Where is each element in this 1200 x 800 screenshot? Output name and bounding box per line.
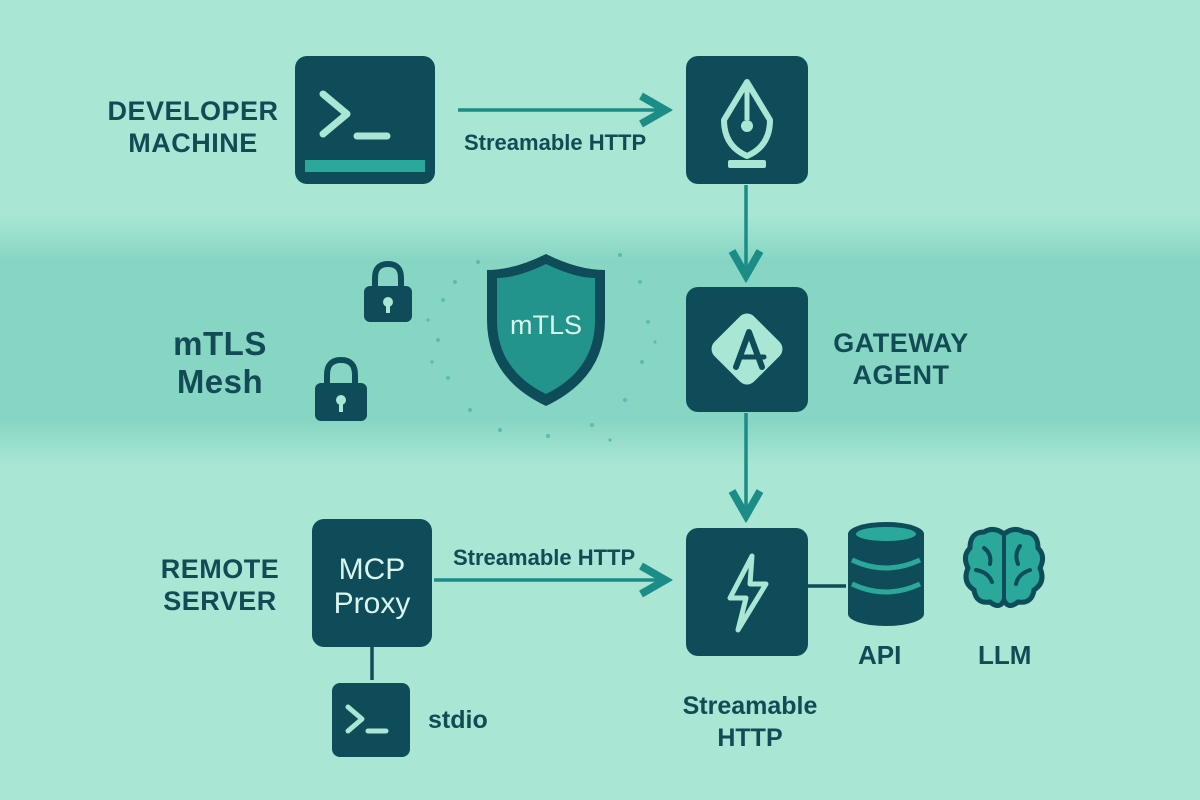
database-icon: [848, 522, 924, 626]
pen-nib-icon: [721, 79, 773, 168]
padlock-icon: [362, 258, 414, 324]
stdio-label: stdio: [428, 706, 488, 734]
shield-halo-dots: [426, 253, 657, 442]
lightning-bolt-icon: [727, 553, 769, 633]
llm-brain: [960, 524, 1048, 610]
mcp-proxy-node: MCP Proxy: [312, 519, 432, 647]
api-database: [846, 520, 926, 628]
terminal-icon: [305, 90, 425, 172]
gateway-diamond-icon: [711, 313, 783, 385]
stdio-terminal-node: [332, 683, 410, 757]
mtls-mesh-label: mTLS Mesh: [173, 325, 267, 400]
api-label: API: [858, 640, 902, 670]
padlock-icon: [313, 355, 369, 423]
shield-label: mTLS: [509, 310, 582, 340]
gateway-agent-node: [686, 287, 808, 412]
developer-machine-label: DEVELOPER MACHINE: [107, 96, 279, 158]
llm-label: LLM: [978, 640, 1032, 670]
mtls-shield: mTLS: [483, 250, 609, 410]
remote-server-label: REMOTE SERVER: [160, 554, 280, 616]
pen-nib-node: [686, 56, 808, 184]
bolt-caption: Streamable HTTP: [682, 692, 818, 752]
streamable-http-node: [686, 528, 808, 656]
edge-label-dev-to-pen: Streamable HTTP: [464, 130, 647, 155]
shield-icon: [487, 254, 605, 406]
brain-icon: [962, 526, 1046, 608]
developer-terminal-node: [295, 56, 435, 184]
mcp-proxy-label: MCP Proxy: [333, 553, 411, 620]
gateway-agent-label: GATEWAY AGENT: [833, 328, 969, 390]
terminal-icon: [345, 704, 389, 734]
edge-label-proxy-to-bolt: Streamable HTTP: [453, 545, 636, 570]
